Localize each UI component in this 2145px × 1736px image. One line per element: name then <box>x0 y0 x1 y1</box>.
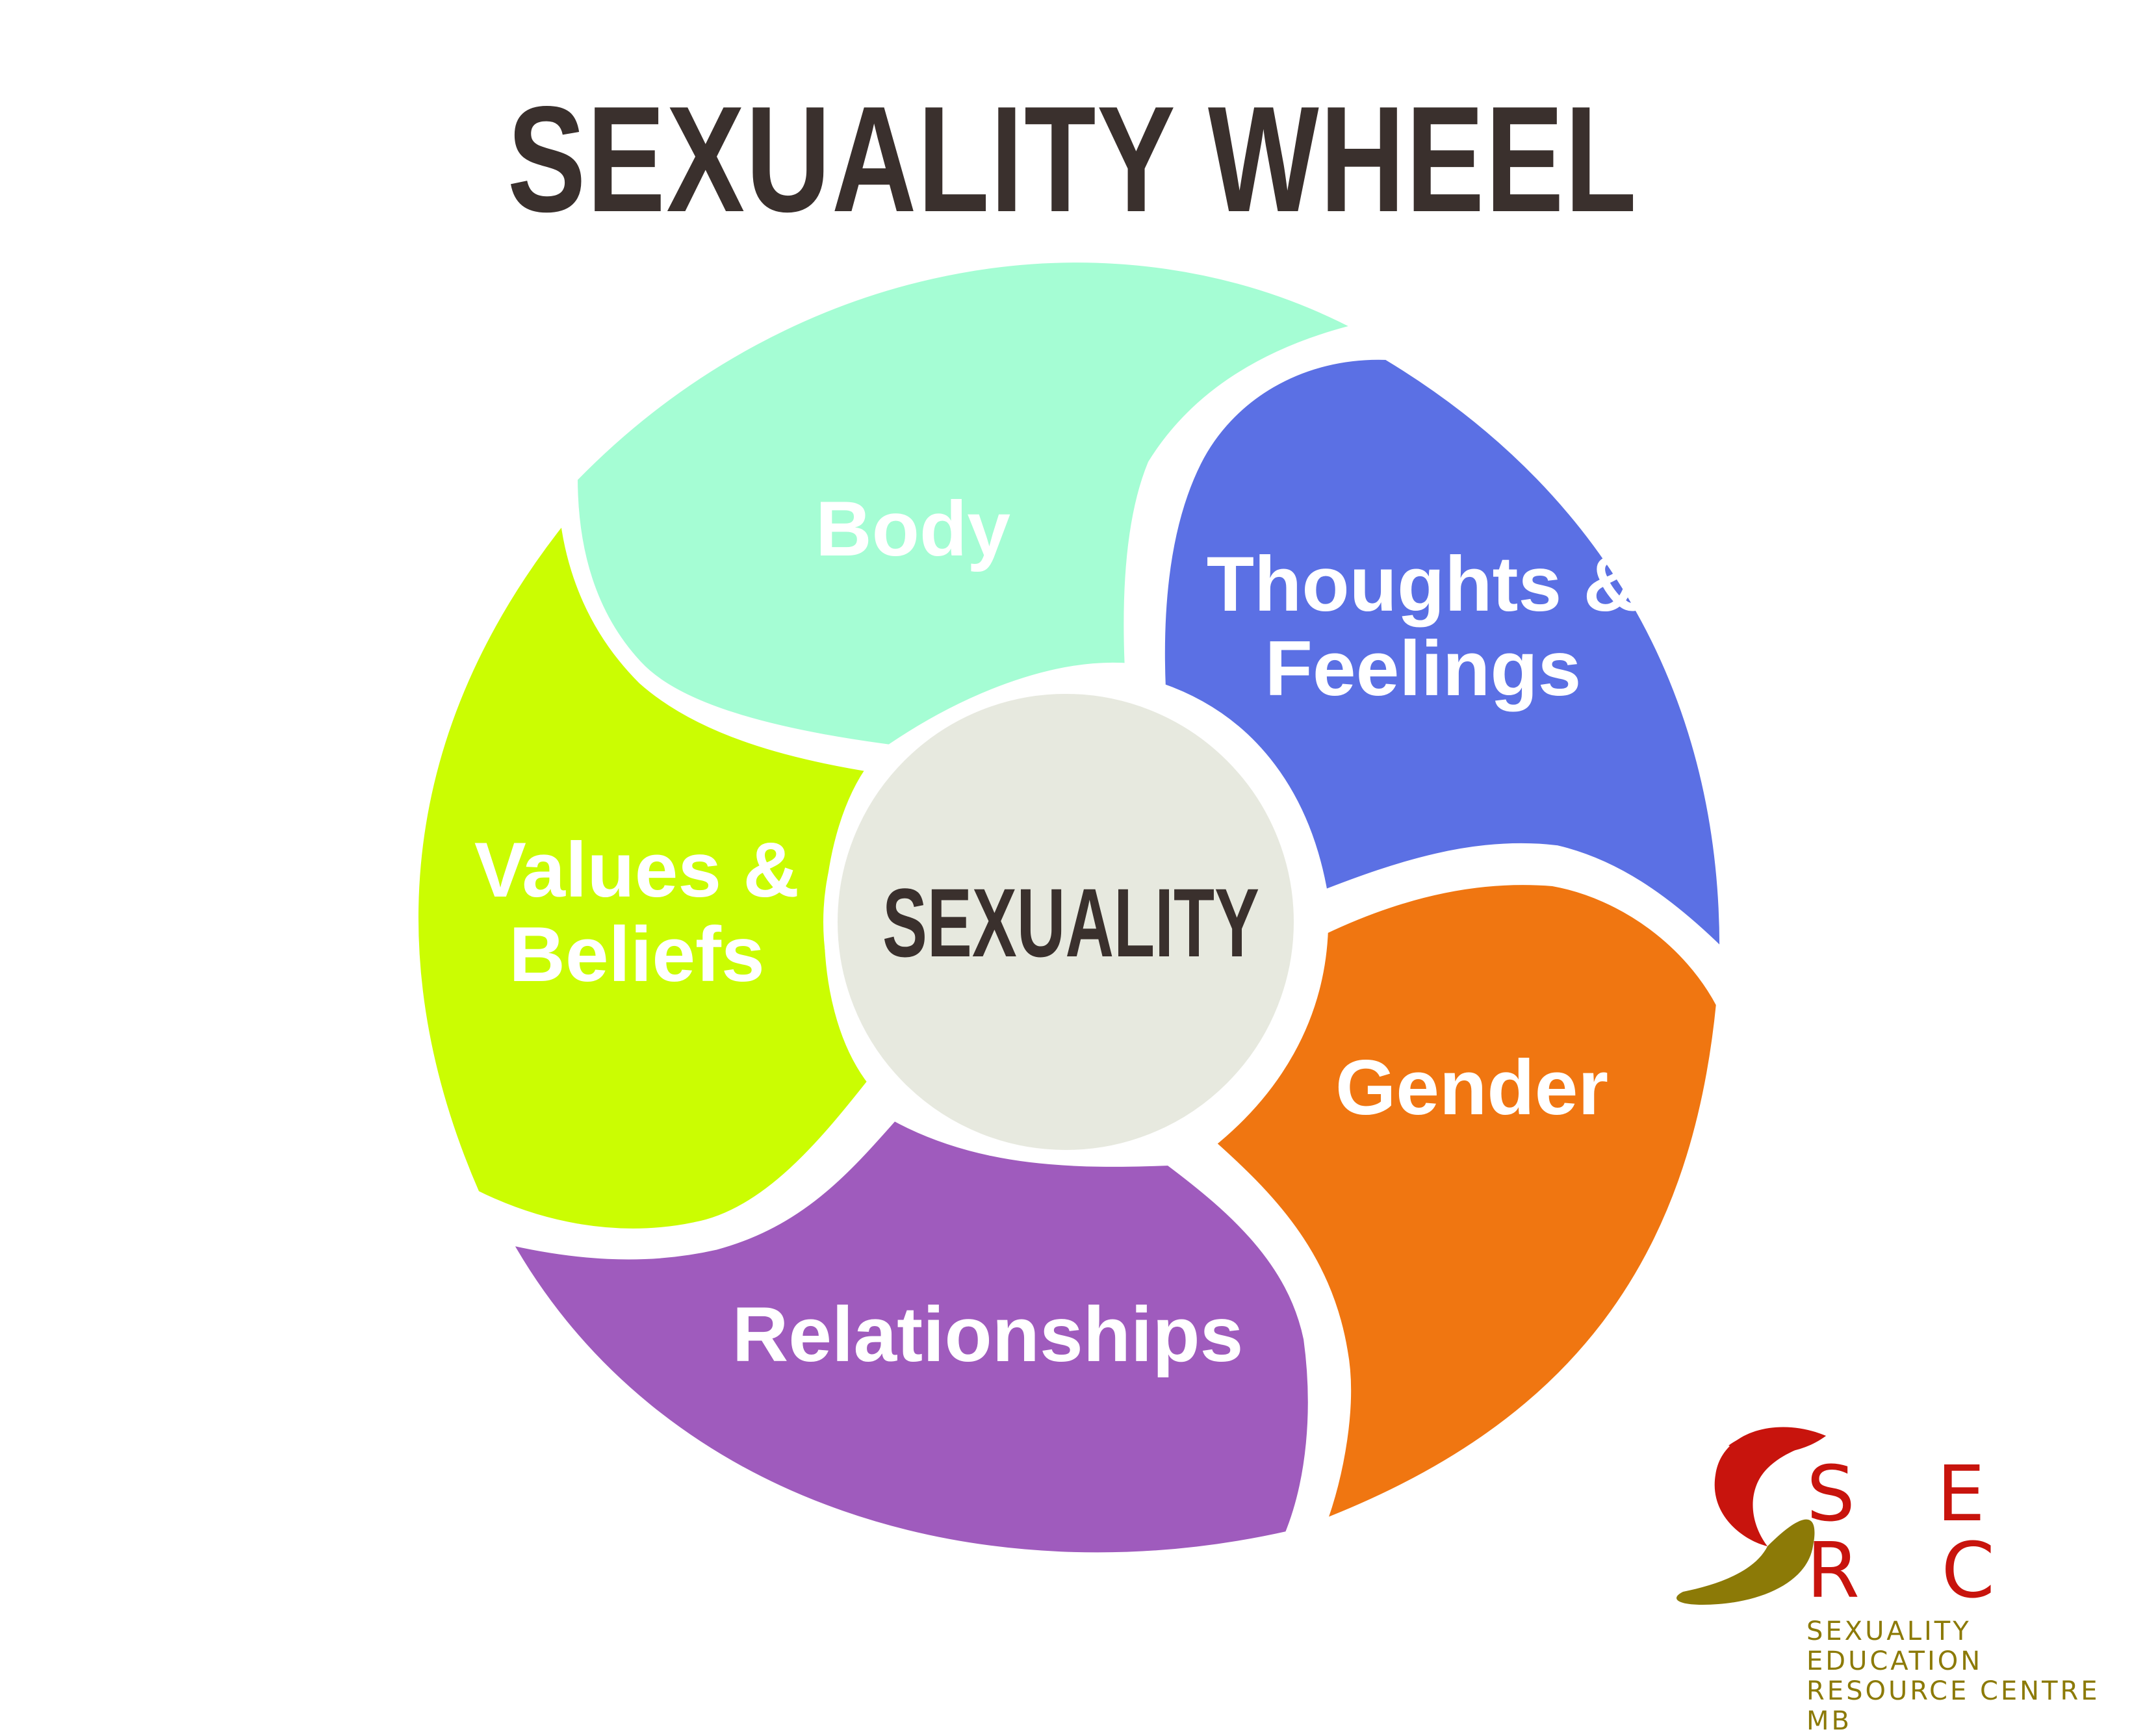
segment-relationships <box>492 1106 1320 1564</box>
logo-red-cap <box>1728 1429 1826 1453</box>
label-thoughts-feelings: Thoughts &Feelings <box>1207 541 1640 712</box>
segment-thoughts-feelings <box>1153 348 1732 973</box>
label-values-beliefs-line-2: Beliefs <box>509 911 765 998</box>
logo-line-2: RESOURCE CENTRE MB <box>1806 1676 2100 1736</box>
segment-values-beliefs <box>407 498 885 1240</box>
logo-line-1: SEXUALITY EDUCATION <box>1806 1616 1983 1676</box>
center-circle <box>823 680 1308 1164</box>
label-relationships-line-1: Relationships <box>732 1291 1244 1378</box>
label-body: Body <box>816 485 1010 572</box>
segment-gender <box>1200 873 1728 1537</box>
page-title: SEXUALITY WHEEL <box>507 75 1638 244</box>
logo-acronym: S E R C <box>1806 1449 2023 1615</box>
label-values-beliefs: Values &Beliefs <box>474 826 799 998</box>
serc-logo-text: S E R C SEXUALITY EDUCATION RESOURCE CEN… <box>1806 1455 2145 1736</box>
label-gender: Gender <box>1335 1044 1608 1131</box>
sexuality-wheel: SEXUALITY Body Thoughts &Feelings Gender… <box>407 251 1826 1605</box>
logo-red-swoosh <box>1714 1427 1826 1546</box>
label-thoughts-feelings-line-1: Thoughts & <box>1207 541 1640 628</box>
serc-logo-mark <box>1676 1427 1826 1605</box>
center-label: SEXUALITY <box>882 868 1259 977</box>
segment-body <box>565 251 1381 757</box>
logo-olive-swoosh <box>1676 1519 1815 1605</box>
label-gender-line-1: Gender <box>1335 1044 1608 1131</box>
label-relationships: Relationships <box>732 1291 1244 1378</box>
label-body-line-1: Body <box>816 485 1010 572</box>
label-values-beliefs-line-1: Values & <box>474 826 799 913</box>
label-thoughts-feelings-line-2: Feelings <box>1265 625 1582 712</box>
